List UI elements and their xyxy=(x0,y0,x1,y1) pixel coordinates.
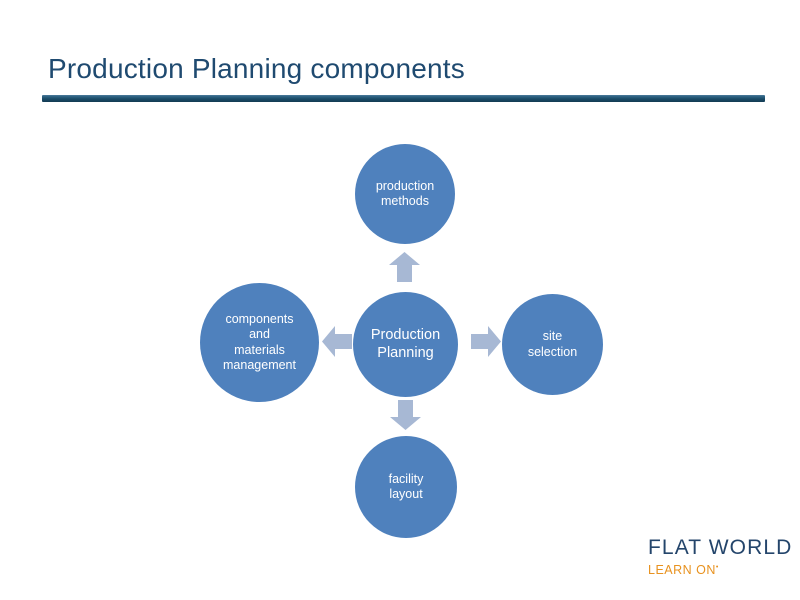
node-label: components and materials management xyxy=(223,312,296,372)
node-label: production methods xyxy=(375,178,435,208)
logo-tagline-wrap: LEARN ON• xyxy=(648,560,778,578)
node-label: site selection xyxy=(527,329,578,359)
node-label: Production Planning xyxy=(370,326,441,361)
title-divider xyxy=(42,95,765,102)
node-label: facility layout xyxy=(388,471,424,501)
node-production-methods[interactable]: production methods xyxy=(355,144,455,244)
node-site-selection[interactable]: site selection xyxy=(502,294,603,395)
node-facility-layout[interactable]: facility layout xyxy=(355,436,457,538)
page-title: Production Planning components xyxy=(48,53,465,84)
arrow-right-icon xyxy=(471,326,501,357)
trademark-icon: • xyxy=(715,564,719,571)
node-production-planning[interactable]: Production Planning xyxy=(353,292,458,397)
logo-tagline-text: LEARN ON xyxy=(648,563,716,578)
arrow-up-icon xyxy=(389,252,420,282)
node-components-and-materials-management[interactable]: components and materials management xyxy=(200,283,319,402)
logo-primary-text: FLAT WORLD xyxy=(648,536,793,559)
arrow-down-icon xyxy=(390,400,421,430)
flat-world-logo: FLAT WORLD LEARN ON• xyxy=(648,536,793,578)
arrow-left-icon xyxy=(322,326,352,357)
